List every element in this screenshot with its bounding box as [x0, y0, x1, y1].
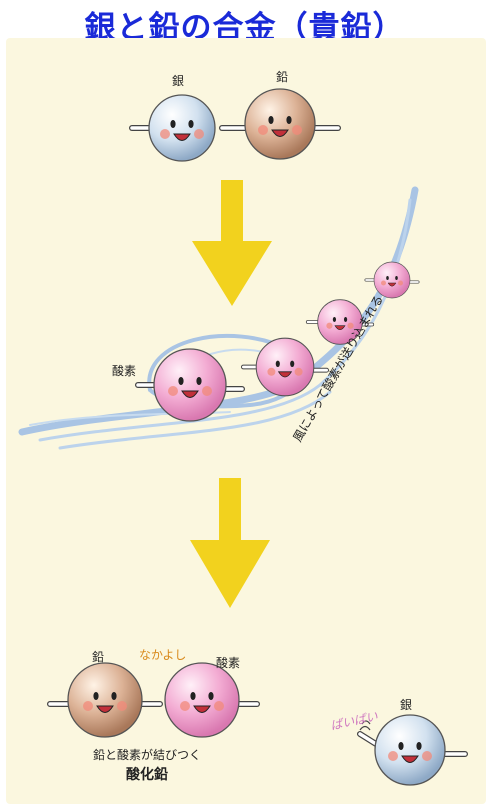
lead-label-bottom: 鉛: [92, 648, 104, 665]
silver-label-bottom: 銀: [400, 696, 412, 713]
lead-oxide-label: 酸化鉛: [126, 764, 168, 784]
silver-atom-icon: [360, 715, 465, 785]
nakayoshi-label: なかよし: [139, 646, 186, 663]
oxygen-atom-icon: [165, 663, 257, 737]
lead-atom-icon: [50, 663, 160, 737]
silver-atom-icon: [132, 95, 215, 161]
lead-label-top: 鉛: [276, 68, 288, 85]
silver-label-top: 銀: [172, 72, 184, 89]
bond-caption: 鉛と酸素が結びつく: [93, 746, 201, 763]
lead-atom-icon: [222, 89, 338, 159]
down-arrow-icon: [192, 180, 272, 306]
oxygen-label: 酸素: [112, 362, 136, 379]
oxygen-atom-icon: [243, 338, 326, 396]
oxygen-label-bottom: 酸素: [216, 654, 240, 671]
down-arrow-icon: [190, 478, 270, 608]
